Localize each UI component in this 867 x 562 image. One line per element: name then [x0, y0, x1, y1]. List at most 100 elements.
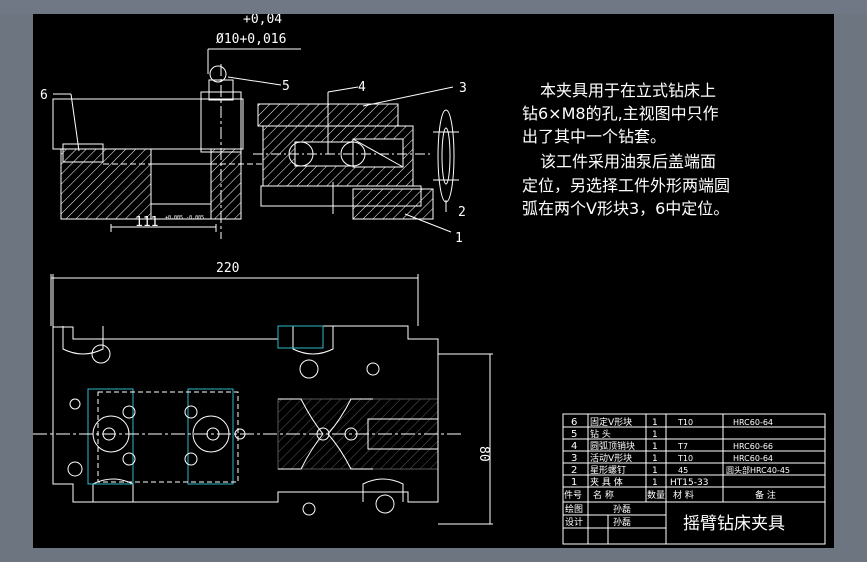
bom-name: 星形螺钉 — [590, 464, 626, 476]
bom-no: 6 — [571, 417, 577, 428]
dim-hole-diameter: Ø10+0,016 — [216, 32, 286, 47]
cad-drawing: +0,04 Ø10+0,016 111 +0.005 -0.005 220 80… — [33, 14, 826, 545]
bom-border — [562, 413, 826, 545]
v-block-highlight — [277, 325, 324, 349]
drawing-canvas: +0,04 Ø10+0,016 111 +0.005 -0.005 220 80… — [33, 14, 834, 548]
drill-bush — [208, 79, 234, 101]
bom-no: 2 — [571, 465, 577, 476]
bom-no: 5 — [571, 429, 577, 440]
note-line-3: 出了其中一个钻套。 — [522, 127, 667, 146]
bom-name: 钻 头 — [590, 428, 611, 440]
u-slot-3 — [292, 326, 334, 355]
v-block-6-front — [62, 143, 104, 163]
drill-head — [209, 65, 227, 83]
bom-qty: 1 — [652, 442, 658, 452]
dim-tolerance-upper: +0,04 — [243, 14, 282, 27]
bom-name: 圆弧顶销块 — [590, 440, 635, 452]
cavity-left — [150, 163, 212, 205]
bom-header-name: 名 称 — [593, 489, 614, 501]
callout-6: 6 — [40, 88, 48, 103]
bom-row: 5 钻 头 1 — [571, 428, 658, 440]
callout-2: 2 — [458, 205, 466, 220]
bom-remark: HRC60-64 — [733, 454, 773, 463]
bom-qty: 1 — [652, 478, 658, 488]
bom-material: 45 — [678, 466, 688, 475]
base-plate — [260, 185, 422, 207]
bom-name: 夹 具 体 — [590, 476, 623, 488]
drill-plate-left — [87, 388, 134, 485]
star-screw-knob-2 — [437, 109, 455, 203]
design-label: 设计 — [565, 516, 583, 528]
leader-5 — [227, 76, 282, 86]
bom-qty: 1 — [652, 466, 658, 476]
bom-row: 6 固定V形块 1 T10 HRC60-64 — [571, 416, 773, 428]
drill-bush-a — [122, 405, 136, 419]
bom-row: 4 圆弧顶销块 1 T7 HRC60-66 — [571, 440, 773, 452]
bom-no: 4 — [571, 441, 577, 452]
star-screw-knob-inner — [441, 127, 451, 185]
bom-header-remark: 备 注 — [755, 489, 776, 501]
front-section-view — [52, 48, 459, 239]
window-top-band — [0, 0, 867, 14]
dim-111: 111 — [135, 215, 158, 230]
drill-bush-d — [184, 405, 198, 419]
u-slot-1 — [62, 326, 104, 355]
top-view — [33, 274, 493, 525]
drawn-label: 绘图 — [565, 503, 583, 515]
leader-4b — [327, 86, 359, 93]
dim-220: 220 — [216, 261, 239, 276]
clamp-body-upper — [52, 98, 244, 150]
bom-name: 固定V形块 — [590, 416, 632, 428]
drill-bush-b — [122, 452, 136, 466]
bolt-hole-2 — [299, 359, 319, 379]
bolt-hole-6 — [69, 398, 81, 410]
bom-row: 1 夹 具 体 1 HT15-33 — [571, 476, 708, 488]
leader-6 — [70, 93, 80, 152]
workpiece-outline — [97, 391, 239, 483]
bom-remark: HRC60-64 — [733, 418, 773, 427]
bom-row: 3 活动V形块 1 T10 HRC60-64 — [571, 452, 773, 464]
bom-header-no: 件号 — [564, 489, 582, 501]
bom-name: 活动V形块 — [590, 452, 632, 464]
bom-material: T7 — [677, 442, 688, 451]
bom-qty: 1 — [652, 430, 658, 440]
callout-5: 5 — [282, 79, 290, 94]
drill-plate-right — [187, 388, 234, 485]
drawn-by: 孙磊 — [613, 503, 631, 515]
callout-4: 4 — [358, 80, 366, 95]
thread-line — [352, 138, 404, 168]
bill-of-materials — [562, 413, 826, 545]
drill-bush-e — [184, 452, 198, 466]
bolt-hole-5 — [375, 494, 395, 514]
note-line-1: 本夹具用于在立式钻床上 — [540, 81, 717, 100]
leader-1 — [404, 213, 452, 233]
hatch-left-2 — [210, 148, 242, 220]
bom-qty: 1 — [652, 418, 658, 428]
bom-no: 1 — [571, 477, 577, 488]
bom-qty: 1 — [652, 454, 658, 464]
bom-row: 2 星形螺钉 1 45 圆头部HRC40-45 — [571, 464, 790, 476]
bom-remark: 圆头部HRC40-45 — [726, 465, 790, 475]
design-by: 孙磊 — [613, 516, 631, 528]
bom-material: T10 — [677, 418, 693, 427]
bolt-hole-7 — [67, 461, 83, 477]
note-line-4: 该工件采用油泵后盖端面 — [540, 152, 717, 171]
bom-text: 6 固定V形块 1 T10 HRC60-64 5 钻 头 1 4 圆弧顶销块 1… — [564, 416, 790, 534]
bom-header: 件号 名 称 数量 材 料 备 注 — [564, 489, 776, 501]
note-line-6: 弧在两个V形块3，6中定位。 — [522, 199, 730, 218]
drawing-title: 摇臂钻床夹具 — [683, 514, 785, 534]
u-slot-4 — [362, 478, 404, 502]
bom-no: 3 — [571, 453, 577, 464]
dim-80: 80 — [476, 446, 491, 462]
bom-material: HT15-33 — [670, 478, 708, 488]
bolt-hole-4 — [302, 502, 316, 516]
hatch-left — [60, 148, 152, 220]
bom-header-qty: 数量 — [647, 489, 665, 501]
bolt-hole-3 — [366, 362, 380, 376]
bom-header-material: 材 料 — [673, 489, 694, 501]
bom-remark: HRC60-66 — [733, 442, 773, 451]
note-line-5: 定位，另选择工件外形两端圆 — [522, 176, 731, 195]
callout-1: 1 — [455, 231, 463, 246]
bolt-hole-1 — [91, 344, 111, 364]
callout-3: 3 — [459, 81, 467, 96]
